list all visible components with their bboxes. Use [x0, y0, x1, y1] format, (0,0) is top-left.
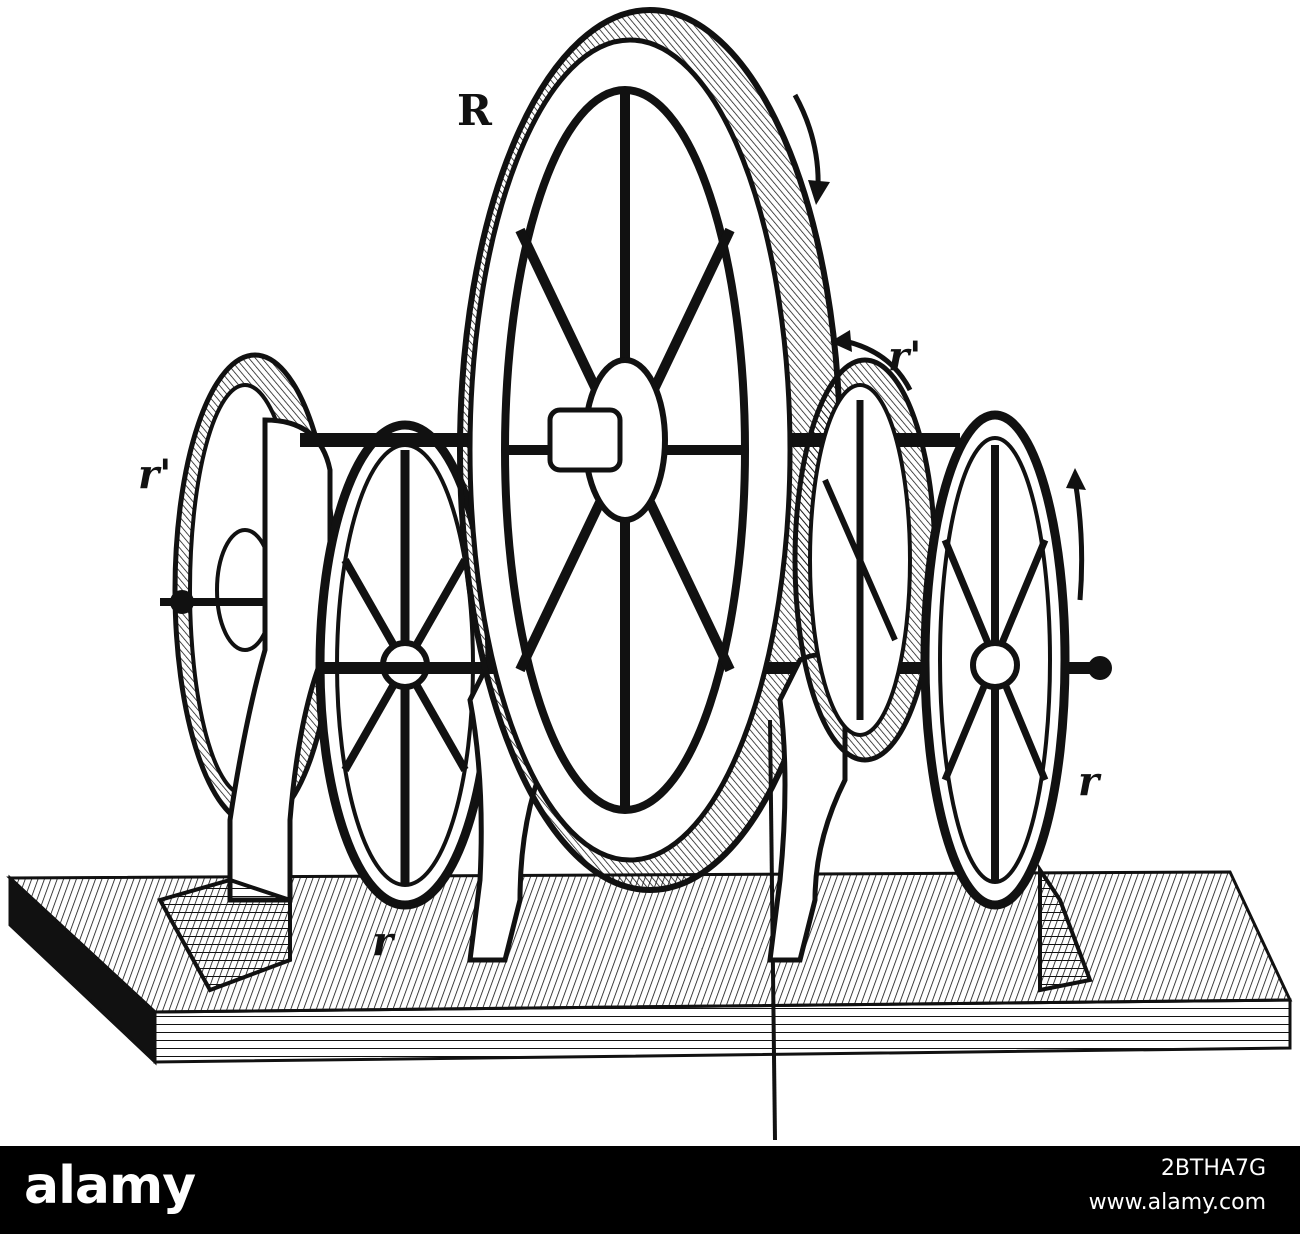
label-big-wheel: R [457, 86, 493, 135]
base-board [6, 870, 1293, 1066]
label-left-disc: r' [138, 451, 171, 498]
label-front-right-wheel: r [1078, 758, 1102, 805]
label-rear-right-wheel: r' [888, 333, 921, 380]
brand-logo: alamy [24, 1156, 196, 1216]
rear-right-wheel [792, 357, 938, 763]
site-url: www.alamy.com [1088, 1190, 1266, 1215]
rotation-arrows [792, 93, 1086, 601]
right-end-stand [1038, 863, 1093, 993]
big-wheel [457, 7, 843, 1141]
watermark-footer: alamy 2BTHA7G www.alamy.com [0, 1146, 1300, 1234]
machine-illustration: R r' r r' r [6, 7, 1293, 1141]
stock-image-id: 2BTHA7G [1160, 1156, 1266, 1181]
front-right-wheel [920, 410, 1112, 910]
label-front-left-wheel: r [372, 918, 396, 965]
